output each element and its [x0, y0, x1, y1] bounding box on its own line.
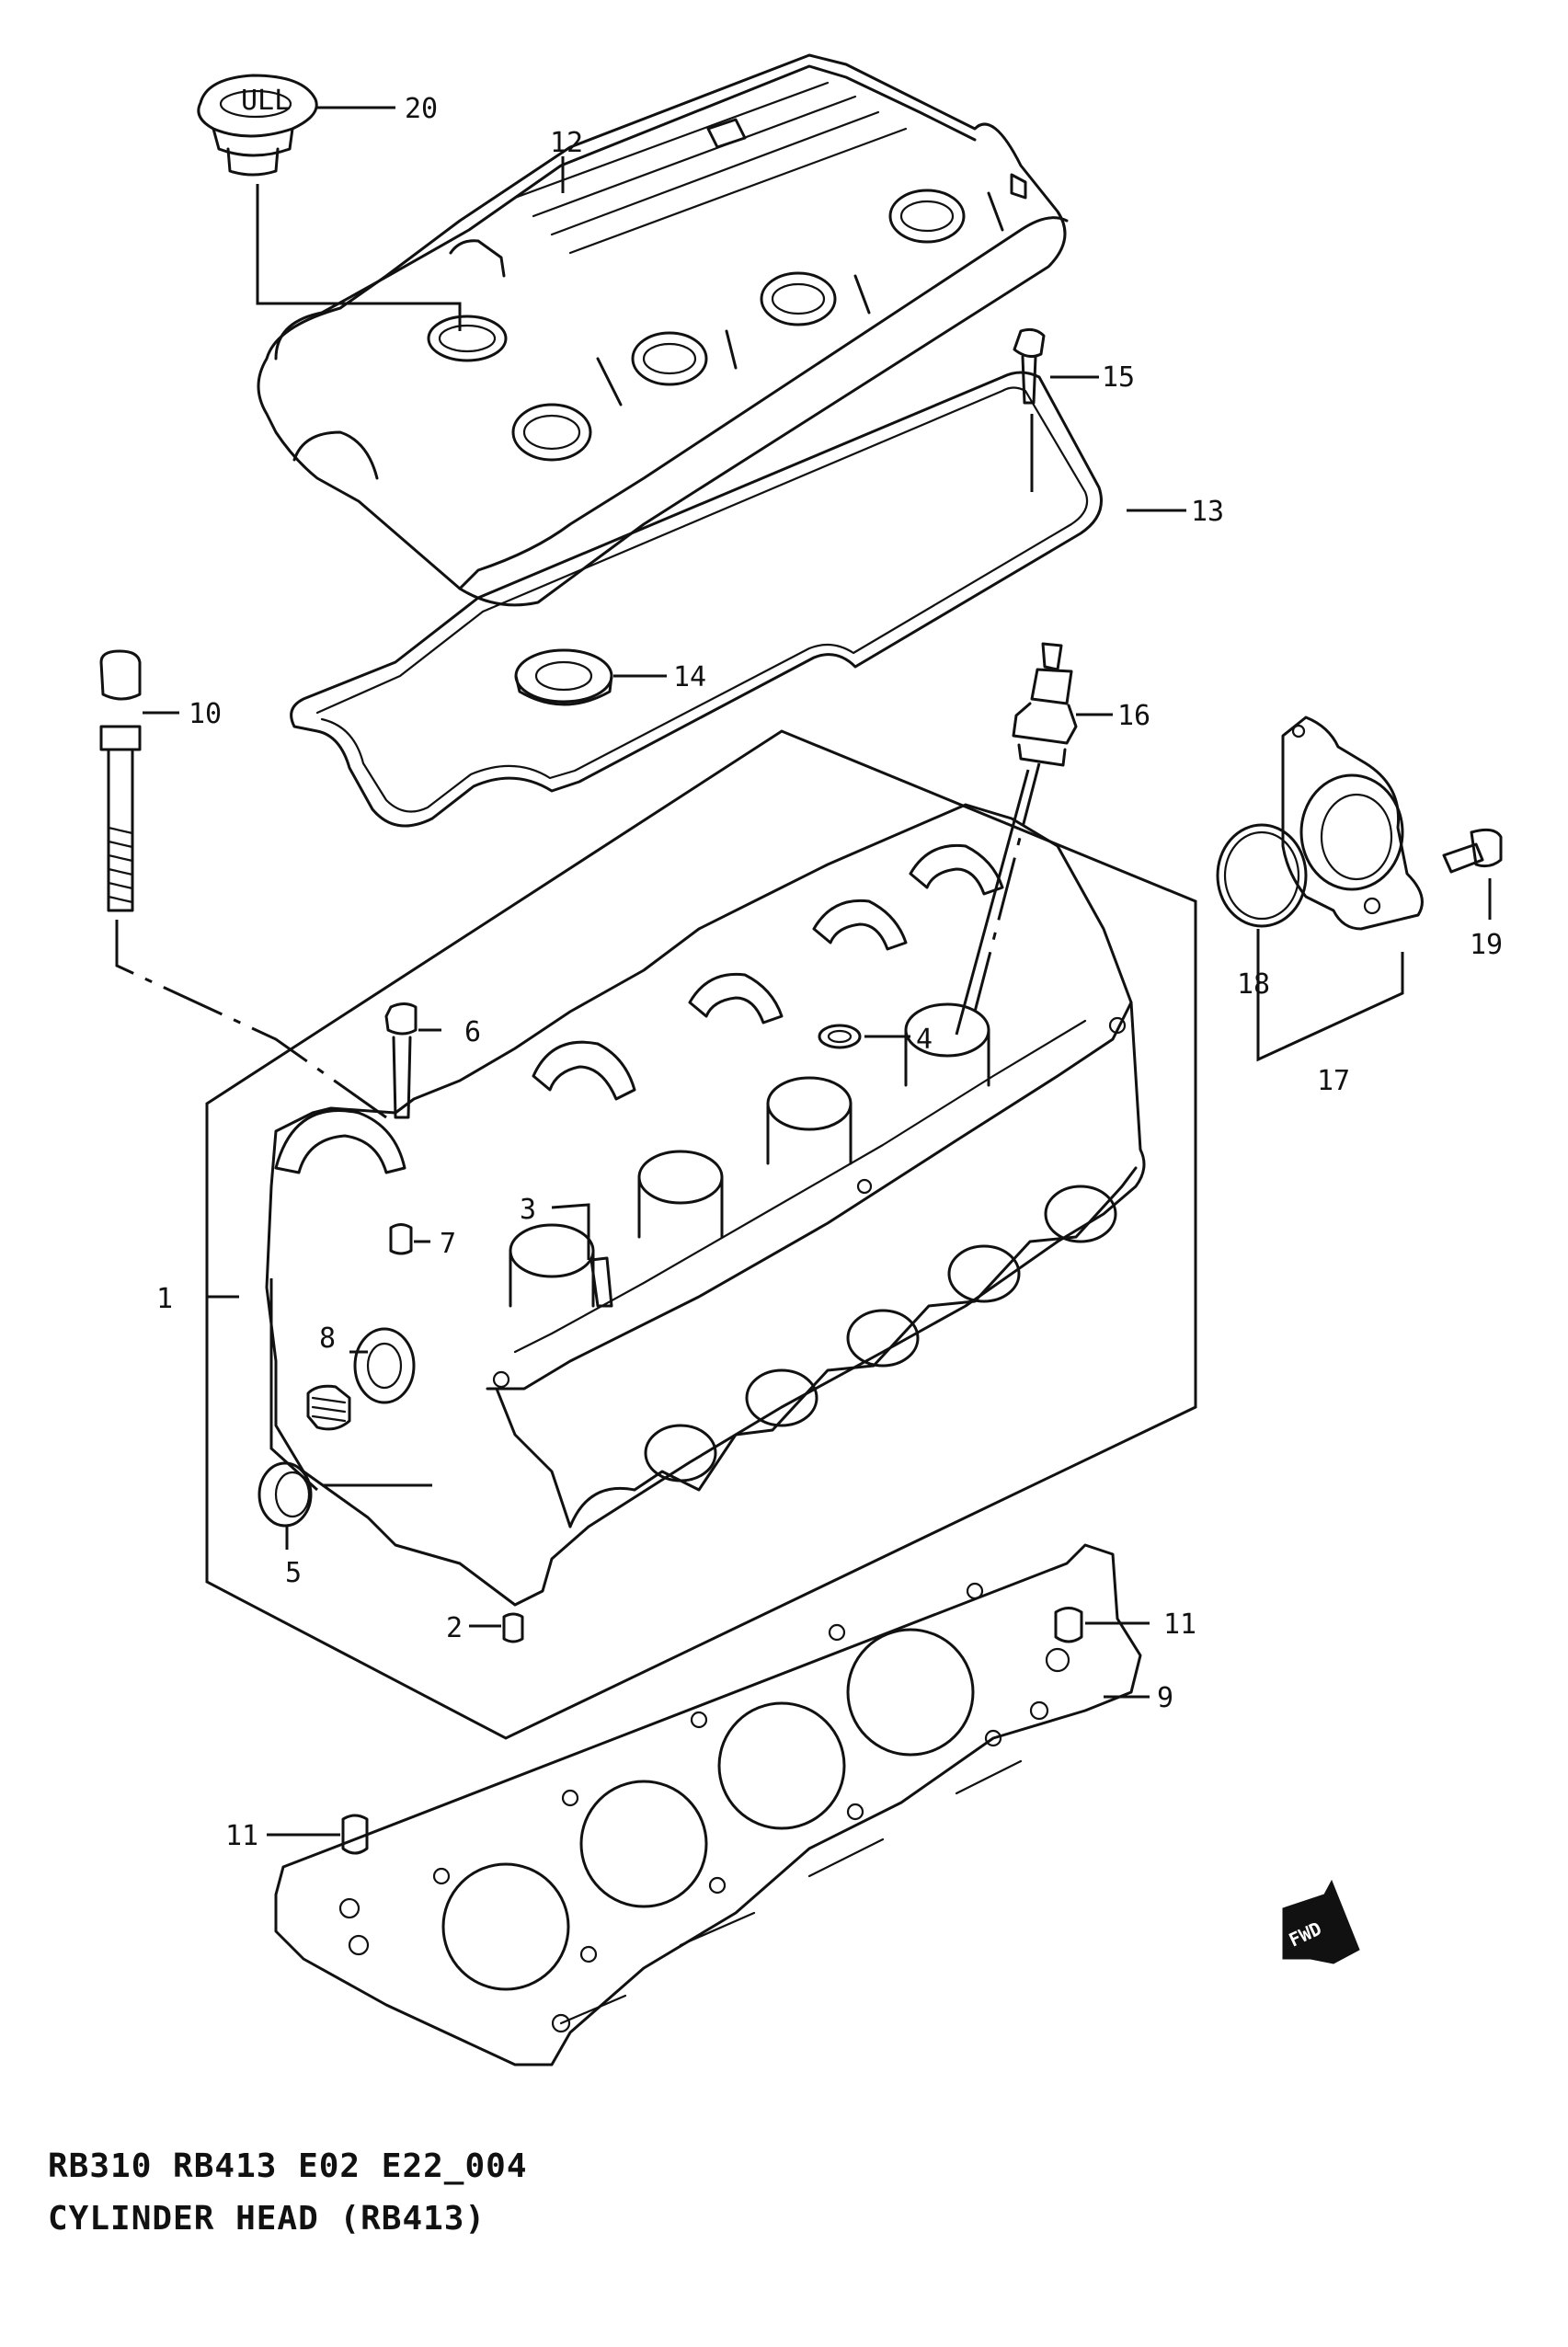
- housing-bolt: [1442, 828, 1503, 874]
- callout-13: 13: [1191, 496, 1224, 528]
- diagram-title: CYLINDER HEAD (RB413): [48, 2200, 486, 2238]
- cylinder-head: [265, 803, 1146, 1607]
- svg-text:ULL: ULL: [241, 85, 291, 117]
- callout-11-rear: 11: [225, 1820, 258, 1852]
- callout-12: 12: [550, 127, 583, 159]
- callout-16: 16: [1117, 700, 1150, 732]
- guide-3: [589, 1256, 613, 1308]
- callout-8: 8: [319, 1322, 336, 1355]
- callout-2: 2: [446, 1612, 463, 1644]
- callout-4: 4: [916, 1024, 933, 1056]
- callout-19: 19: [1470, 929, 1503, 961]
- callout-14: 14: [673, 661, 706, 693]
- bolt-6: [384, 1002, 418, 1119]
- fwd-direction-arrow: FWD: [1282, 1879, 1360, 1964]
- spark-plug: [1012, 642, 1078, 767]
- callout-6: 6: [464, 1016, 481, 1048]
- dowel-11-front: [1054, 1607, 1083, 1643]
- callout-9: 9: [1157, 1682, 1173, 1714]
- plug-8: [306, 1384, 351, 1431]
- callout-11-front: 11: [1163, 1609, 1196, 1641]
- callout-10: 10: [189, 698, 222, 730]
- head-cover-gasket: [290, 371, 1103, 828]
- dowel-11-rear: [341, 1814, 369, 1855]
- seal-4: [818, 1024, 862, 1049]
- callout-1: 1: [156, 1283, 173, 1315]
- callout-17: 17: [1317, 1065, 1350, 1097]
- cylinder-head-cover: [257, 53, 1069, 607]
- callout-3: 3: [520, 1194, 536, 1226]
- diagram-reference-code: RB310 RB413 E02 E22_004: [48, 2147, 528, 2185]
- distributor-housing: [1281, 716, 1424, 931]
- callout-5: 5: [285, 1557, 302, 1589]
- callout-7: 7: [440, 1228, 456, 1260]
- callout-18: 18: [1237, 968, 1270, 1001]
- dowel-7: [389, 1223, 413, 1255]
- cover-bolt: [1013, 327, 1046, 405]
- pin-2: [502, 1612, 524, 1643]
- cylinder-head-gasket: [274, 1543, 1142, 2067]
- head-bolt: [99, 649, 142, 912]
- o-ring: [1216, 823, 1308, 928]
- callout-15: 15: [1102, 361, 1135, 394]
- seal-5: [258, 1461, 313, 1528]
- oil-filler-cap: ULL: [197, 74, 318, 177]
- callout-20: 20: [405, 93, 438, 125]
- oil-seal: [514, 648, 613, 706]
